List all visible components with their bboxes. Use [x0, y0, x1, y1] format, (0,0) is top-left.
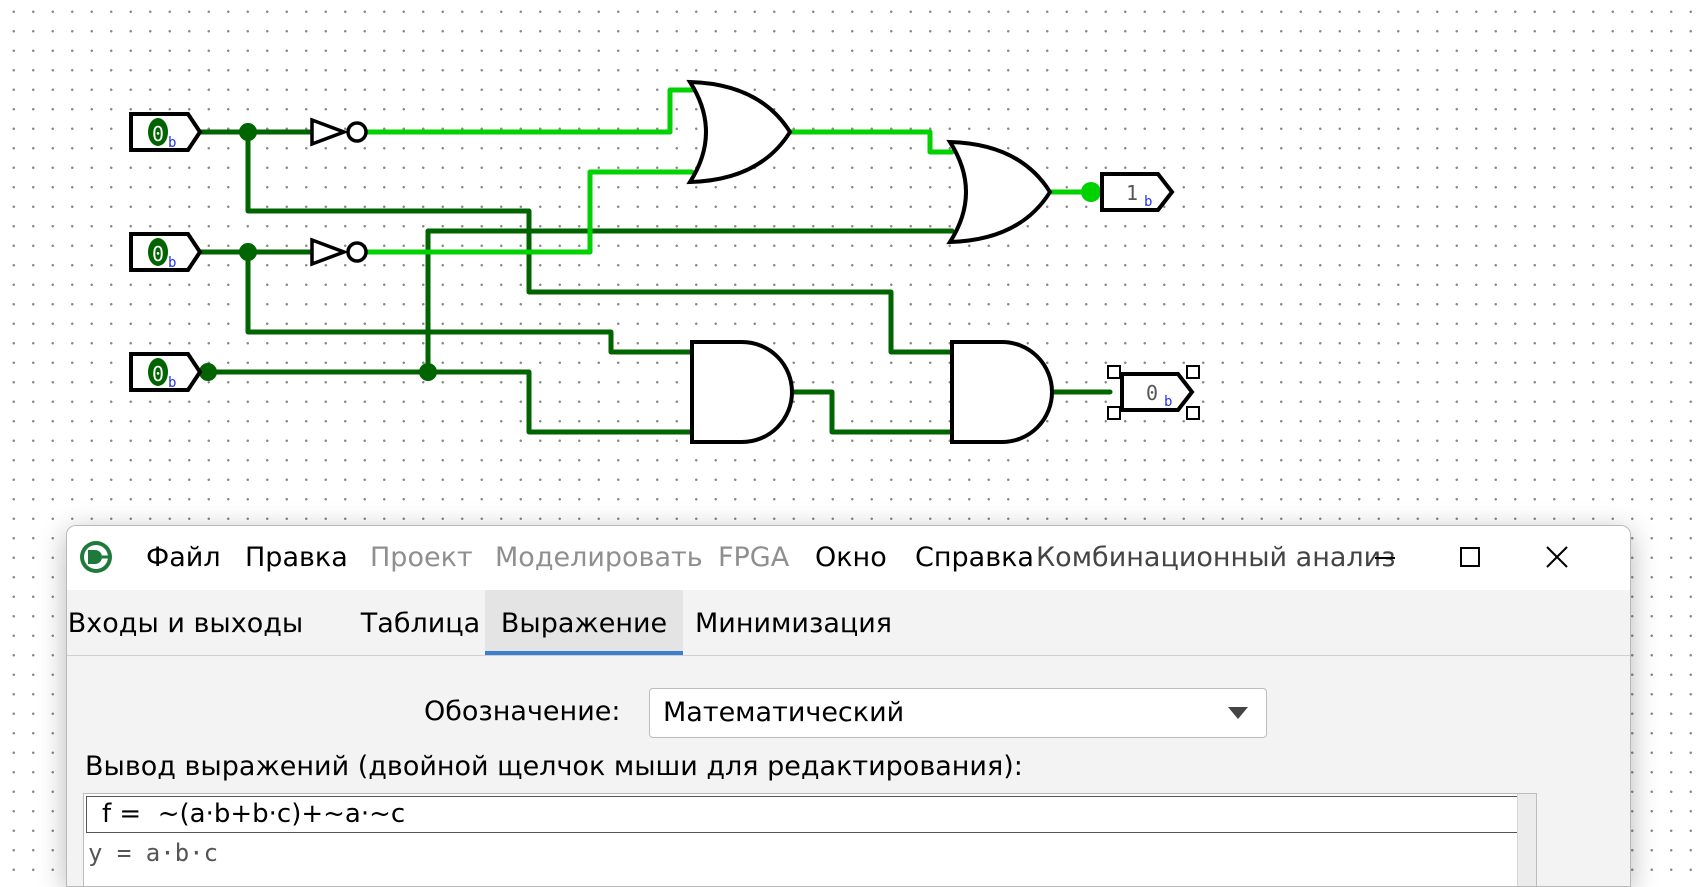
- tab-expression[interactable]: Выражение: [485, 590, 683, 655]
- title-bar[interactable]: Файл Правка Проект Моделировать FPGA Окн…: [67, 526, 1630, 590]
- input-pin-b[interactable]: 0 b: [129, 232, 203, 272]
- menu-edit[interactable]: Правка: [245, 542, 348, 573]
- output-pin-y[interactable]: 0 b: [1107, 365, 1200, 420]
- wires-low: [197, 129, 1113, 435]
- input-pin-value: 0: [152, 242, 164, 266]
- wires-high: [365, 87, 1113, 255]
- minimize-icon[interactable]: [1355, 536, 1415, 580]
- output-pin-f[interactable]: 1 b: [1100, 172, 1175, 212]
- output-pin-unit: b: [1144, 194, 1152, 210]
- combinational-analysis-window: Файл Правка Проект Моделировать FPGA Окн…: [66, 525, 1631, 887]
- not-gate-1[interactable]: [310, 117, 368, 147]
- expression-row[interactable]: y = a·b·c: [88, 839, 219, 867]
- expression-list-scrollbar[interactable]: [1517, 794, 1536, 886]
- input-pin-value: 0: [152, 362, 164, 386]
- selection-handles[interactable]: [1107, 365, 1200, 420]
- window-title: Комбинационный анализ: [1036, 542, 1396, 573]
- tab-inputs-outputs[interactable]: Входы и выходы: [67, 608, 304, 639]
- output-pin-value: 0: [1146, 381, 1158, 405]
- menu-window[interactable]: Окно: [815, 542, 887, 573]
- close-icon[interactable]: [1527, 536, 1587, 580]
- notation-select-value: Математический: [663, 697, 905, 728]
- input-pin-a[interactable]: 0 b: [129, 112, 203, 152]
- expressions-label: Вывод выражений (двойной щелчок мыши для…: [85, 751, 1023, 782]
- input-pin-unit: b: [168, 255, 176, 271]
- expression-text: f = ~(a·b+b·c)+~a·~c: [102, 799, 406, 829]
- menu-file[interactable]: Файл: [146, 542, 221, 573]
- input-pin-c[interactable]: 0 b: [129, 352, 203, 392]
- menu-simulate[interactable]: Моделировать: [495, 542, 703, 573]
- not-gate-2[interactable]: [310, 237, 368, 267]
- input-pin-unit: b: [168, 135, 176, 151]
- expression-list[interactable]: f = ~(a·b+b·c)+~a·~c y = a·b·c: [83, 793, 1537, 886]
- output-pin-unit: b: [1164, 394, 1172, 410]
- tab-minimization[interactable]: Минимизация: [695, 608, 893, 639]
- notation-select[interactable]: Математический: [649, 688, 1267, 738]
- maximize-icon[interactable]: [1440, 536, 1500, 580]
- logisim-app-icon: [80, 541, 112, 573]
- wire-junctions: [199, 123, 1101, 381]
- or-gate-1[interactable]: [686, 79, 793, 185]
- and-gate-1[interactable]: [690, 340, 794, 444]
- expression-row-selected[interactable]: f = ~(a·b+b·c)+~a·~c: [86, 796, 1522, 833]
- output-pin-value: 1: [1126, 181, 1138, 205]
- circuit-canvas[interactable]: 0 b 0 b 0 b 1 b 0: [0, 0, 1702, 525]
- menu-project[interactable]: Проект: [370, 542, 473, 573]
- tab-bar: Входы и выходы Таблица Выражение Минимиз…: [67, 590, 1630, 656]
- input-pin-unit: b: [168, 375, 176, 391]
- tab-table[interactable]: Таблица: [360, 608, 481, 639]
- menu-fpga[interactable]: FPGA: [718, 542, 790, 573]
- menu-help[interactable]: Справка: [915, 542, 1034, 573]
- input-pin-value: 0: [152, 122, 164, 146]
- or-gate-2[interactable]: [946, 139, 1053, 245]
- and-gate-2[interactable]: [950, 340, 1054, 444]
- chevron-down-icon: [1228, 707, 1248, 719]
- notation-label: Обозначение:: [424, 696, 621, 727]
